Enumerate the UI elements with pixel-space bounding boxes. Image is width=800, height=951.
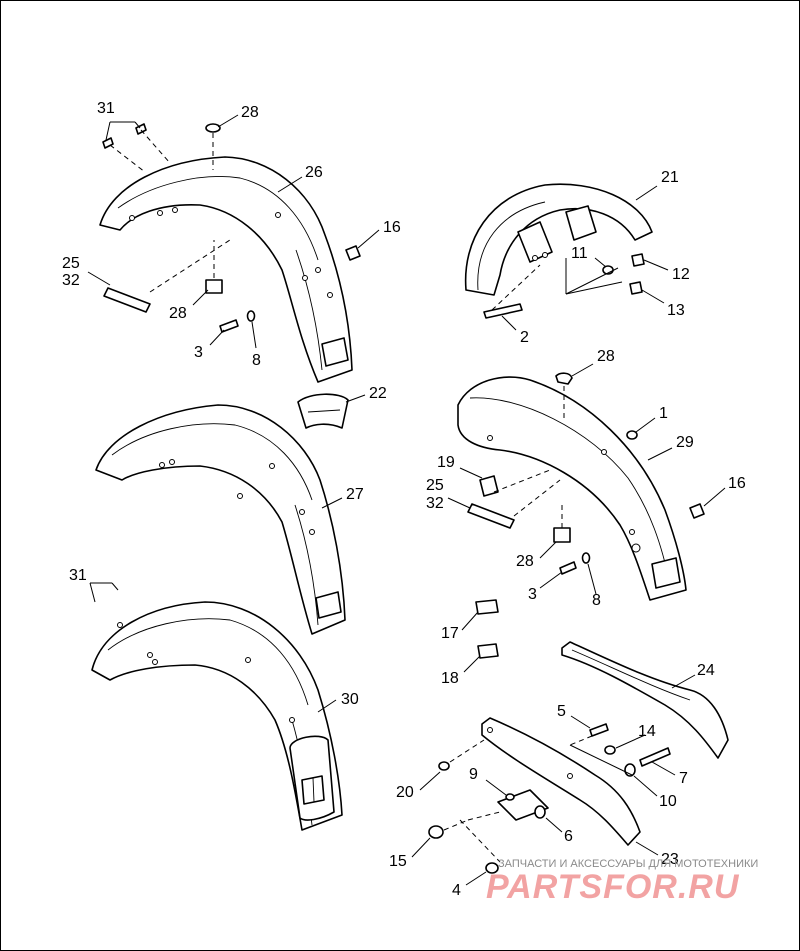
label-11: 11 [571,245,588,262]
label-25-left: 25 [62,255,80,272]
front-fender-21 [464,183,653,296]
watermark-caption: ЗАПЧАСТИ И АКСЕССУАРЫ ДЛЯ МОТОТЕХНИКИ [498,858,759,870]
rear-fender-26 [99,156,353,383]
rear-fender-29 [457,376,687,601]
label-25-right: 25 [426,477,444,494]
callout-labels: 31 28 26 16 25 32 28 3 8 22 27 31 30 21 … [62,100,746,899]
label-27: 27 [346,486,364,503]
label-31-top: 31 [97,100,115,117]
label-32-left: 32 [62,272,80,289]
label-15: 15 [389,853,407,870]
label-18: 18 [441,670,459,687]
label-24: 24 [697,662,715,679]
label-2: 2 [520,329,529,346]
rear-fender-27 [95,404,346,635]
label-16-right: 16 [728,475,746,492]
watermark-brand: PARTSFOR.RU [486,868,740,906]
label-14: 14 [638,723,656,740]
label-28-top: 28 [241,104,259,121]
label-28-right: 28 [597,348,615,365]
label-4: 4 [452,882,461,899]
label-12: 12 [672,266,690,283]
license-bracket-22 [297,393,349,429]
label-28-lower-right: 28 [516,553,534,570]
label-26: 26 [305,164,323,181]
label-19: 19 [437,454,455,471]
label-23: 23 [661,851,679,868]
label-3-right: 3 [528,586,537,603]
label-8-left: 8 [252,352,261,369]
label-1: 1 [659,405,668,422]
fender-strut-24 [561,641,729,759]
label-10: 10 [659,793,677,810]
label-7: 7 [679,770,688,787]
label-31-lower: 31 [69,567,87,584]
rear-fender-30 [91,601,343,831]
fender-strut-23 [481,717,641,846]
label-17: 17 [441,625,459,642]
label-22: 22 [369,385,387,402]
label-5: 5 [557,703,566,720]
label-13: 13 [667,302,685,319]
hardware [102,123,705,874]
label-8-right: 8 [592,592,601,609]
label-28-left: 28 [169,305,187,322]
label-9: 9 [469,766,478,783]
label-3-left: 3 [194,344,203,361]
label-32-right: 32 [426,495,444,512]
label-6: 6 [564,828,573,845]
label-21: 21 [661,169,679,186]
label-16-left: 16 [383,219,401,236]
label-30: 30 [341,691,359,708]
label-29: 29 [676,434,694,451]
leader-lines [87,114,726,886]
label-20: 20 [396,784,414,801]
